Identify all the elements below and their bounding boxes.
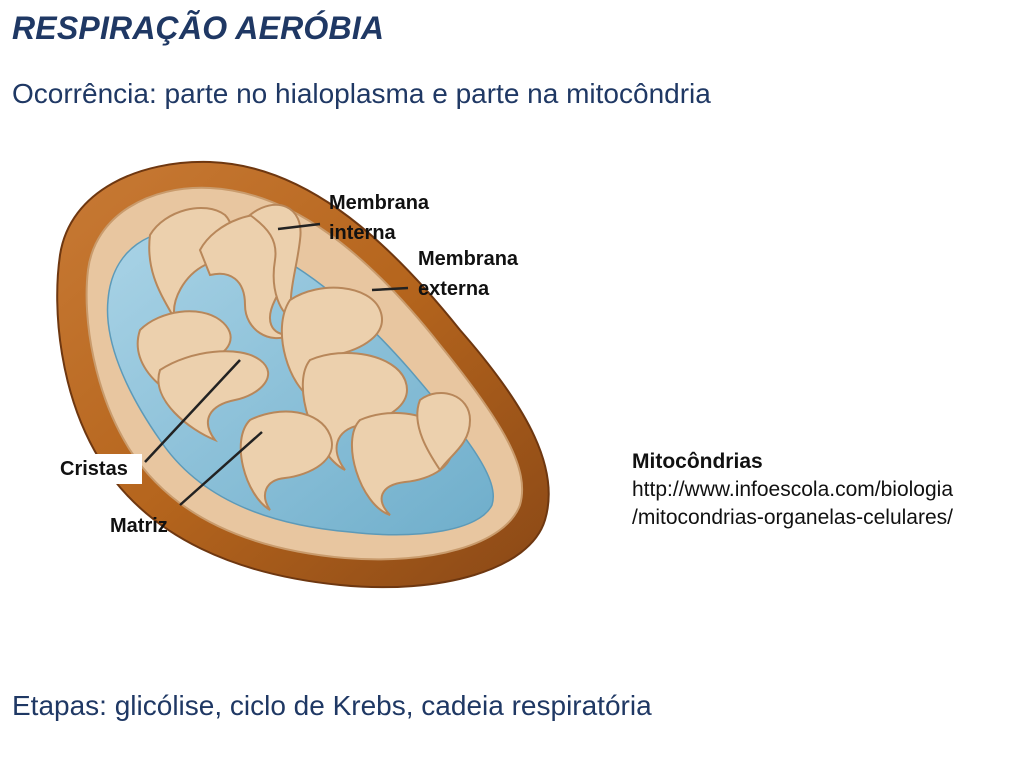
leader-cristas <box>144 359 241 463</box>
label-membrana-externa-line1: Membrana <box>418 248 519 270</box>
leader-membrana-externa <box>371 286 409 292</box>
slide-title: RESPIRAÇÃO AERÓBIA <box>12 10 385 46</box>
source-title: Mitocôndrias <box>632 450 763 473</box>
label-matriz: Matriz <box>110 515 168 537</box>
source-url-line2: /mitocondrias-organelas-celulares/ <box>632 506 953 529</box>
label-membrana-externa-line2: externa <box>418 278 490 300</box>
leader-lines <box>144 222 409 506</box>
label-membrana-externa: Membrana externa <box>418 244 518 304</box>
image-source: Mitocôndrias http://www.infoescola.com/b… <box>632 448 953 532</box>
label-membrana-interna-line1: Membrana <box>329 192 430 214</box>
source-url-line1: http://www.infoescola.com/biologia <box>632 478 953 501</box>
slide-footer: Etapas: glicólise, ciclo de Krebs, cadei… <box>12 690 652 721</box>
label-cristas: Cristas <box>60 454 142 484</box>
leader-matriz <box>179 431 263 506</box>
label-membrana-interna: Membrana interna <box>329 188 429 248</box>
slide-subtitle: Ocorrência: parte no hialoplasma e parte… <box>12 78 711 109</box>
leader-membrana-interna <box>277 222 321 231</box>
label-membrana-interna-line2: interna <box>329 222 396 244</box>
